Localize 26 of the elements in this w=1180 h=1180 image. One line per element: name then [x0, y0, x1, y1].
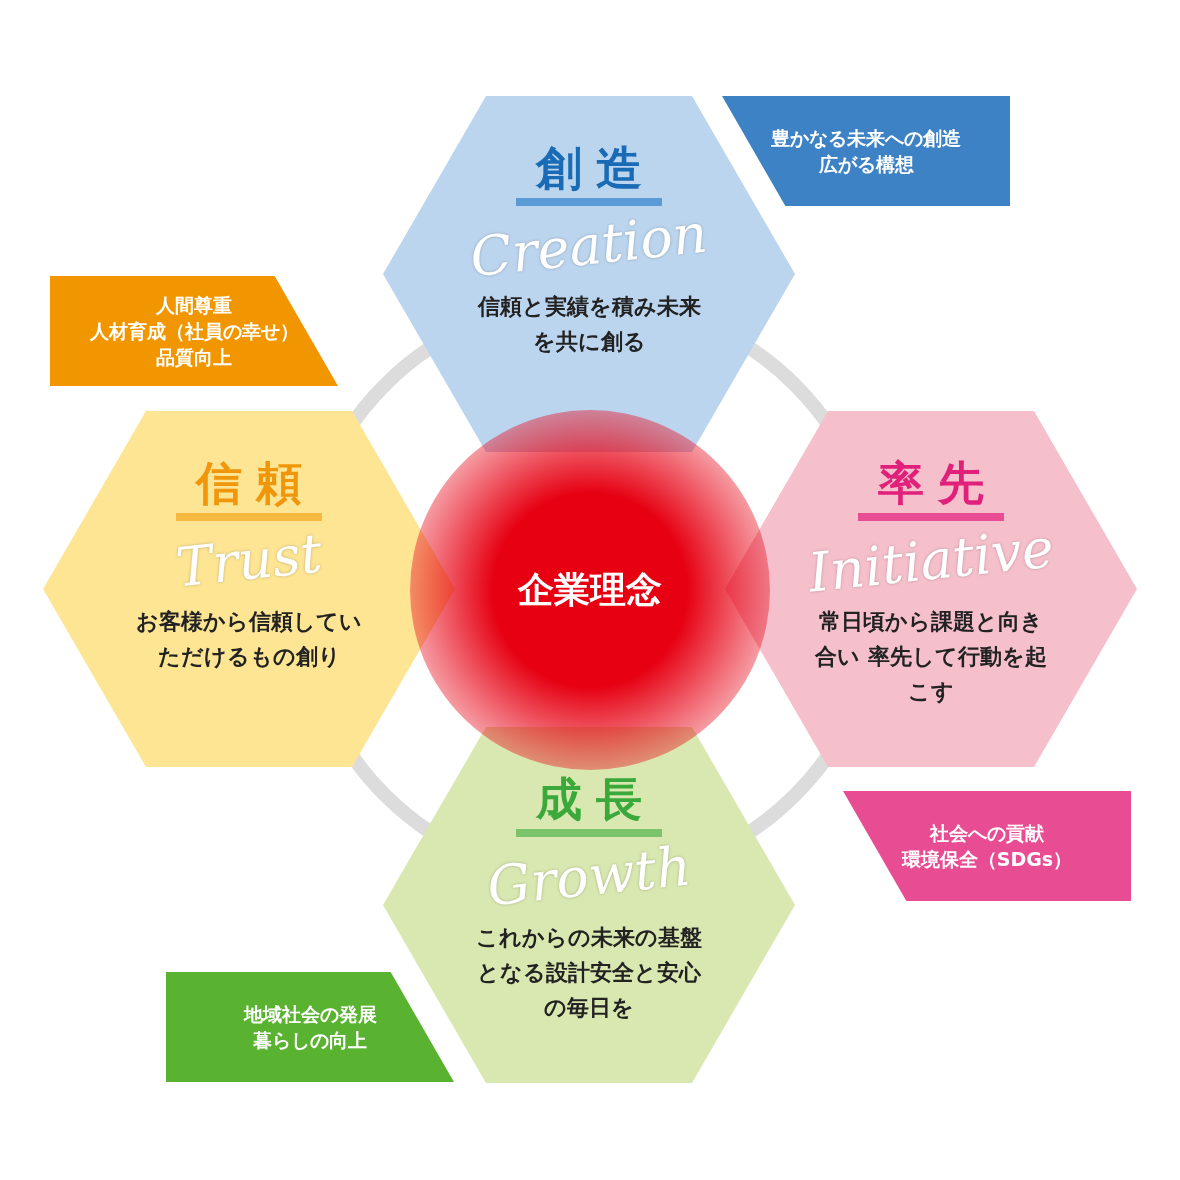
english-heading: Trust	[173, 521, 325, 600]
hexagon-panel	[725, 411, 1137, 767]
tag-panel	[166, 972, 454, 1082]
hexagon-panel	[43, 411, 455, 767]
heading: 信頼	[176, 453, 322, 521]
body-text: 信頼と実績を積み未来を共に創る	[476, 293, 702, 356]
tag-text: 地域社会の発展	[243, 1002, 377, 1027]
heading: 創造	[516, 138, 662, 206]
english-heading: Growth	[484, 834, 694, 919]
tag-panel	[843, 791, 1131, 901]
tag-text: 環境保全（SDGs）	[901, 847, 1073, 872]
body-text: 常日頃から課題と向き合い 率先して行動を起こす	[814, 608, 1048, 706]
body-text: お客様から信頼していただけるもの創り	[135, 608, 363, 671]
heading: 成長	[516, 769, 662, 837]
heading: 率先	[858, 453, 1004, 521]
tag-text: 品質向上	[156, 345, 232, 370]
tag-text: 人材育成（社員の幸せ）	[89, 319, 299, 344]
tag-panel	[50, 276, 338, 386]
tag-text: 豊かなる未来への創造	[771, 126, 961, 151]
tag-panel	[722, 96, 1010, 206]
tag-text: 広がる構想	[818, 152, 914, 177]
tag-text: 人間尊重	[156, 293, 232, 318]
body-text: これからの未来の基盤となる設計安全と安心の毎日を	[475, 924, 703, 1022]
tag-text: 暮らしの向上	[253, 1028, 367, 1053]
center-text: 企業理念	[518, 566, 662, 612]
tag-text: 社会への貢献	[930, 821, 1044, 846]
